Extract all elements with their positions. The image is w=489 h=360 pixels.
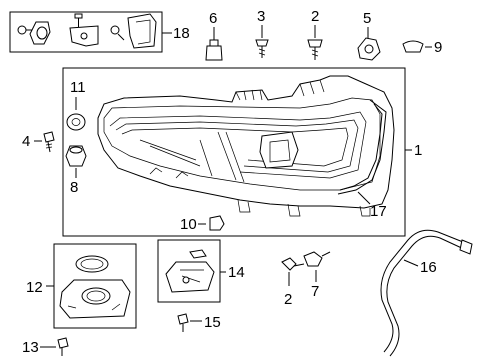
callout-7: 7 <box>311 283 319 300</box>
callout-15: 15 <box>204 314 221 331</box>
part-4-bolt: 4 <box>22 131 55 153</box>
part-10-nut: 10 <box>180 215 225 233</box>
callout-6: 6 <box>209 10 217 27</box>
part-1-box <box>62 67 406 237</box>
part-3-screw: 3 <box>255 8 269 58</box>
callout-8: 8 <box>70 179 78 196</box>
callout-9: 9 <box>434 39 442 56</box>
callout-3: 3 <box>257 8 265 25</box>
part-9-plug: 9 <box>402 39 442 56</box>
callout-5: 5 <box>363 10 371 27</box>
callout-11: 11 <box>70 79 86 96</box>
part-1-headlamp-assembly: 1 <box>62 67 422 237</box>
callout-16: 16 <box>420 259 437 276</box>
part-8-rubber-mount: 8 <box>65 145 87 196</box>
part-18-bracket-kit: 18 <box>9 11 190 53</box>
part-14-control-unit: 14 <box>157 239 245 303</box>
callout-2-lower: 2 <box>284 291 292 308</box>
callout-4: 4 <box>22 133 30 150</box>
part-11-grommet: 11 <box>66 79 86 131</box>
callout-17: 17 <box>370 203 387 220</box>
part-13-bolt: 13 <box>22 337 69 356</box>
callout-2-upper: 2 <box>311 8 319 25</box>
part-5-clip-nut: 5 <box>357 10 381 61</box>
part-16-vent-hose: 16 <box>380 229 473 357</box>
part-15-screw: 15 <box>177 313 221 332</box>
callout-10: 10 <box>180 216 197 233</box>
part-14-box <box>157 239 221 303</box>
callout-13: 13 <box>22 339 39 356</box>
part-7-clip: 7 <box>303 251 331 300</box>
part-2-screw-upper: 2 <box>307 8 323 60</box>
callout-1: 1 <box>414 142 422 159</box>
callout-12: 12 <box>26 279 43 296</box>
callout-18: 18 <box>173 25 190 42</box>
callout-14: 14 <box>228 264 245 281</box>
part-6-clip: 6 <box>205 10 223 61</box>
part-2-screw-lower: 2 <box>281 257 305 308</box>
part-17-seal-strip: 17 <box>337 99 387 220</box>
part-12-led-module: 12 <box>26 243 137 329</box>
part-18-box <box>9 11 163 53</box>
